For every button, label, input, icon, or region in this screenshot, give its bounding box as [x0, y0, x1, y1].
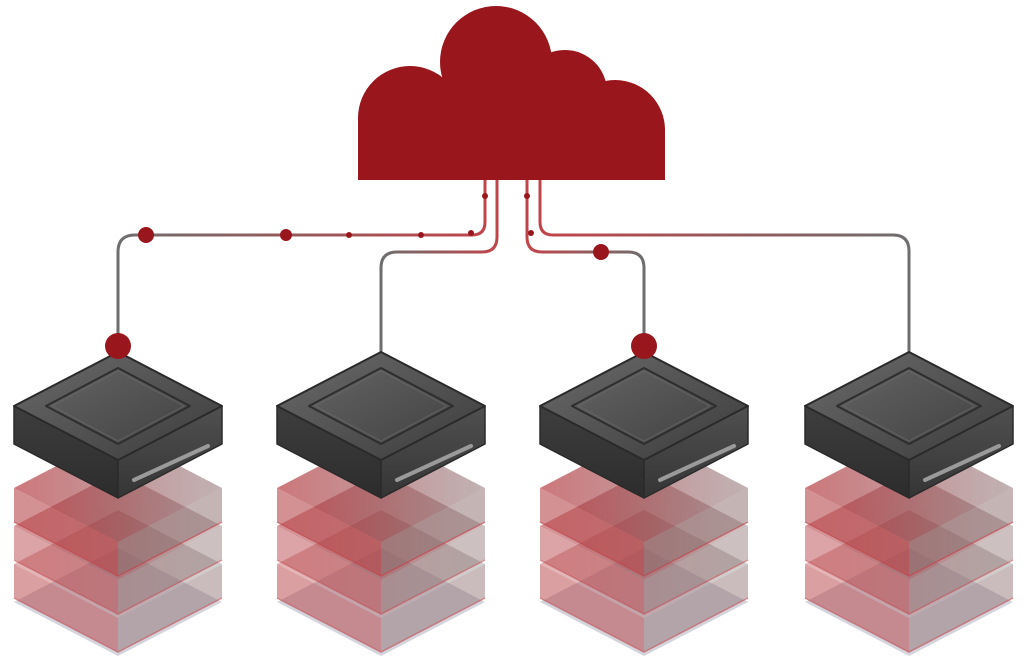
wire-to-server-4	[538, 176, 911, 354]
connection-node-icon	[105, 333, 131, 359]
server-top	[804, 351, 1014, 461]
server-icon	[539, 333, 749, 656]
connection-node-icon	[346, 232, 352, 238]
server-slot	[132, 444, 210, 482]
server-icon	[13, 333, 223, 656]
connection-node-icon	[593, 244, 609, 260]
connection-node-icon	[468, 230, 474, 236]
server-group	[13, 333, 1014, 656]
connection-node-icon	[524, 193, 530, 199]
server-slot	[923, 444, 1001, 482]
server-top-panel	[45, 367, 191, 445]
server-top	[539, 351, 749, 461]
cloud-icon	[358, 6, 665, 180]
server-top-panel	[836, 367, 982, 445]
connection-node-icon	[280, 229, 292, 241]
wire-to-server-1	[116, 176, 487, 347]
server-top	[13, 351, 223, 461]
server-icon	[804, 351, 1014, 656]
connection-node-icon	[138, 227, 154, 243]
connection-node-icon	[631, 333, 657, 359]
server-icon	[276, 351, 486, 656]
server-slot	[395, 444, 473, 482]
server-top	[276, 351, 486, 461]
wire-to-server-2	[379, 176, 499, 354]
connection-node-icon	[528, 230, 534, 236]
connection-node-icon	[418, 232, 424, 238]
connection-wires	[116, 176, 911, 354]
connection-node-icon	[482, 193, 488, 199]
server-slot	[658, 444, 736, 482]
server-top-panel	[308, 367, 454, 445]
server-top-panel	[571, 367, 717, 445]
connection-nodes	[138, 193, 609, 260]
wire-to-server-3	[525, 176, 646, 347]
